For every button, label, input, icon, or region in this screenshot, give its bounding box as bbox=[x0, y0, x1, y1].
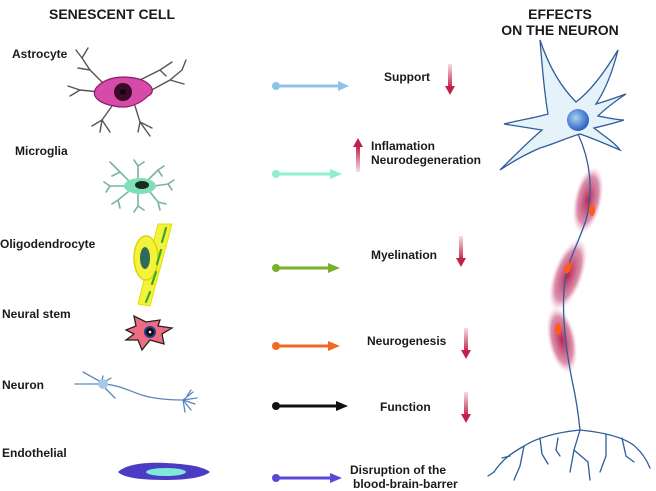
effect-function: Function bbox=[380, 400, 431, 414]
effect-neurogenesis: Neurogenesis bbox=[367, 334, 447, 348]
decrease-arrow-myelination bbox=[456, 236, 466, 267]
myelin-sheath-3 bbox=[546, 306, 578, 374]
label-endothelial: Endothelial bbox=[2, 446, 67, 460]
axon bbox=[562, 133, 591, 431]
arrow-oligodendrocyte bbox=[272, 263, 340, 273]
node-1 bbox=[589, 204, 595, 216]
label-neuron: Neuron bbox=[2, 378, 44, 392]
effects-header-line2: ON THE NEURON bbox=[501, 22, 619, 38]
myelin-sheath-2 bbox=[548, 238, 588, 312]
increase-arrow-inflamation bbox=[353, 138, 363, 172]
effect-inflamation: Inflamation Neurodegeneration bbox=[371, 139, 481, 167]
arrow-neuron bbox=[272, 401, 348, 411]
effects-header: EFFECTS ON THE NEURON bbox=[480, 6, 640, 38]
neuron-cell-icon bbox=[74, 371, 198, 413]
effect-inflamation-line2: Neurodegeneration bbox=[371, 153, 482, 167]
arrow-microglia bbox=[272, 169, 342, 179]
node-2 bbox=[564, 262, 572, 274]
label-neural-stem: Neural stem bbox=[2, 307, 71, 321]
astrocyte-icon bbox=[67, 47, 187, 137]
endothelial-icon bbox=[118, 462, 210, 480]
neural-stem-icon bbox=[124, 314, 174, 352]
target-neuron-illustration bbox=[487, 39, 651, 481]
label-astrocyte: Astrocyte bbox=[12, 47, 68, 61]
oligodendrocyte-icon bbox=[133, 223, 173, 307]
effect-bbb-disruption: Disruption of the blood-brain-barrer bbox=[350, 463, 458, 491]
neuron-nucleus bbox=[567, 109, 589, 131]
effect-bbb-line2: blood-brain-barrer bbox=[353, 477, 458, 491]
arrow-endothelial bbox=[272, 473, 342, 483]
senescent-cell-header: SENESCENT CELL bbox=[48, 6, 175, 22]
arrow-neural-stem bbox=[272, 341, 340, 351]
node-3 bbox=[555, 323, 561, 335]
label-microglia: Microglia bbox=[15, 144, 68, 158]
effects-header-line1: EFFECTS bbox=[528, 6, 592, 22]
effect-inflamation-line1: Inflamation bbox=[371, 139, 436, 153]
arrow-astrocyte bbox=[272, 81, 349, 91]
neuron-soma bbox=[499, 39, 627, 171]
microglia-icon bbox=[103, 159, 175, 213]
decrease-arrow-support bbox=[445, 64, 455, 95]
myelin-sheath-1 bbox=[572, 166, 604, 234]
effect-support: Support bbox=[384, 70, 430, 84]
effect-bbb-line1: Disruption of the bbox=[350, 463, 446, 477]
label-oligodendrocyte: Oligodendrocyte bbox=[0, 237, 96, 251]
decrease-arrow-neurogenesis bbox=[461, 328, 471, 359]
effect-myelination: Myelination bbox=[371, 248, 438, 262]
decrease-arrow-function bbox=[461, 392, 471, 423]
axon-terminals bbox=[487, 429, 651, 481]
